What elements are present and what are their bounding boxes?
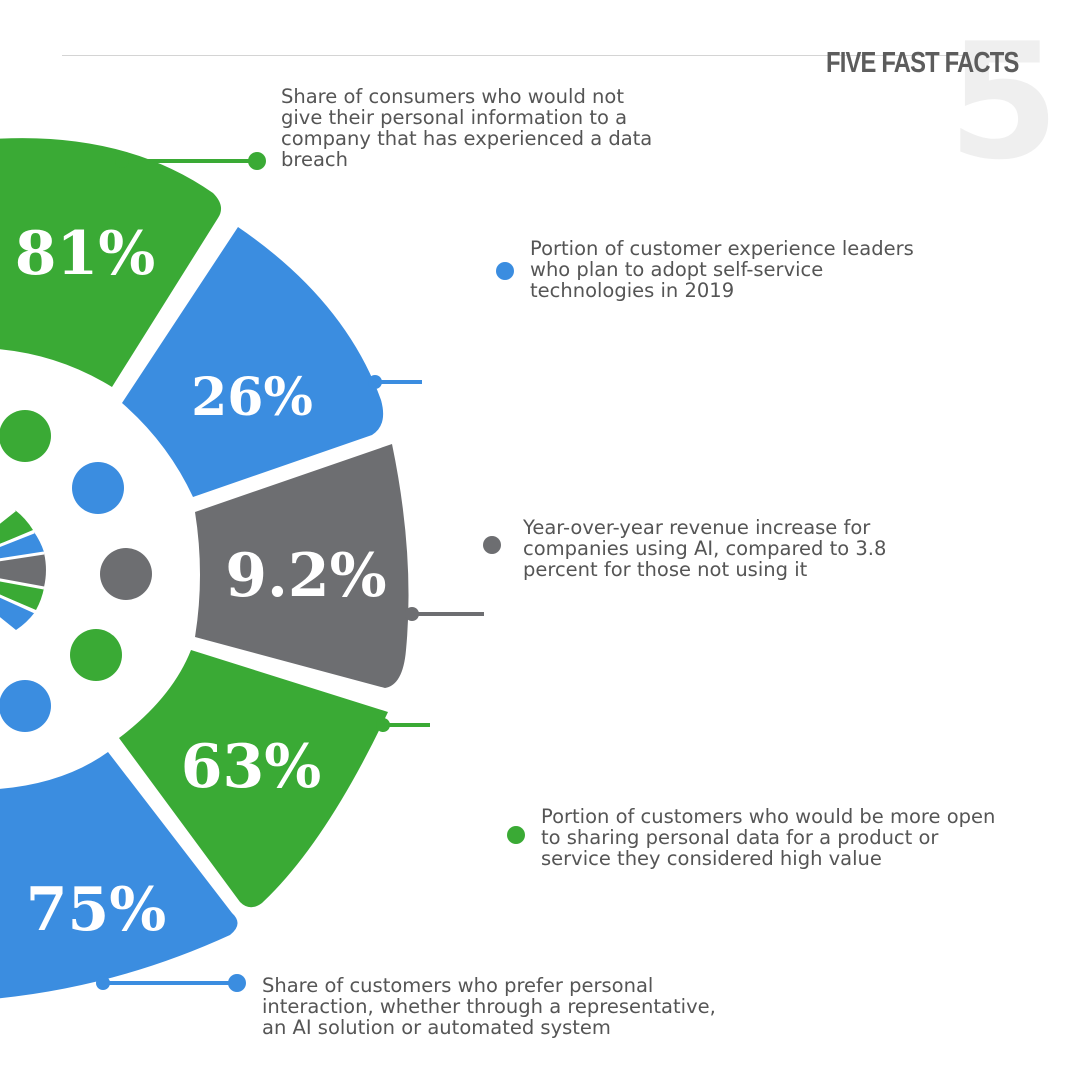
segment-75 <box>0 752 238 999</box>
segment-9-2 <box>195 444 409 688</box>
inner-dot-gray <box>100 548 152 600</box>
fact-value-75: 75% <box>26 875 167 945</box>
connector-9-2 <box>405 536 501 621</box>
segment-63 <box>119 650 388 908</box>
connector-75 <box>96 974 246 992</box>
section-title: FIVE FAST FACTS <box>826 47 1019 79</box>
fact-caption-63: Portion of customers who would be more o… <box>541 805 996 870</box>
inner-dot-blue <box>0 680 51 732</box>
fact-caption-81: Share of consumers who would not give th… <box>281 85 653 171</box>
fact-value-63: 63% <box>181 732 322 802</box>
connector-26 <box>368 262 514 389</box>
fact-caption-9-2: Year-over-year revenue increase for comp… <box>523 516 887 581</box>
fact-value-81: 81% <box>15 219 156 289</box>
fact-caption-75: Share of customers who prefer personal i… <box>262 974 716 1039</box>
hub-pie <box>0 508 46 630</box>
fact-value-26: 26% <box>191 367 313 428</box>
fact-caption-26: Portion of customer experience leaders w… <box>530 237 914 302</box>
segment-81 <box>0 138 222 387</box>
inner-dot-blue <box>72 462 124 514</box>
inner-dot-green <box>70 629 122 681</box>
top-divider <box>62 55 982 56</box>
connector-81 <box>115 152 266 170</box>
connector-63 <box>376 718 525 844</box>
section-number: 5 <box>948 8 1060 195</box>
fact-value-9-2: 9.2% <box>225 541 386 611</box>
inner-dot-green <box>0 410 51 462</box>
segment-26 <box>122 227 384 497</box>
